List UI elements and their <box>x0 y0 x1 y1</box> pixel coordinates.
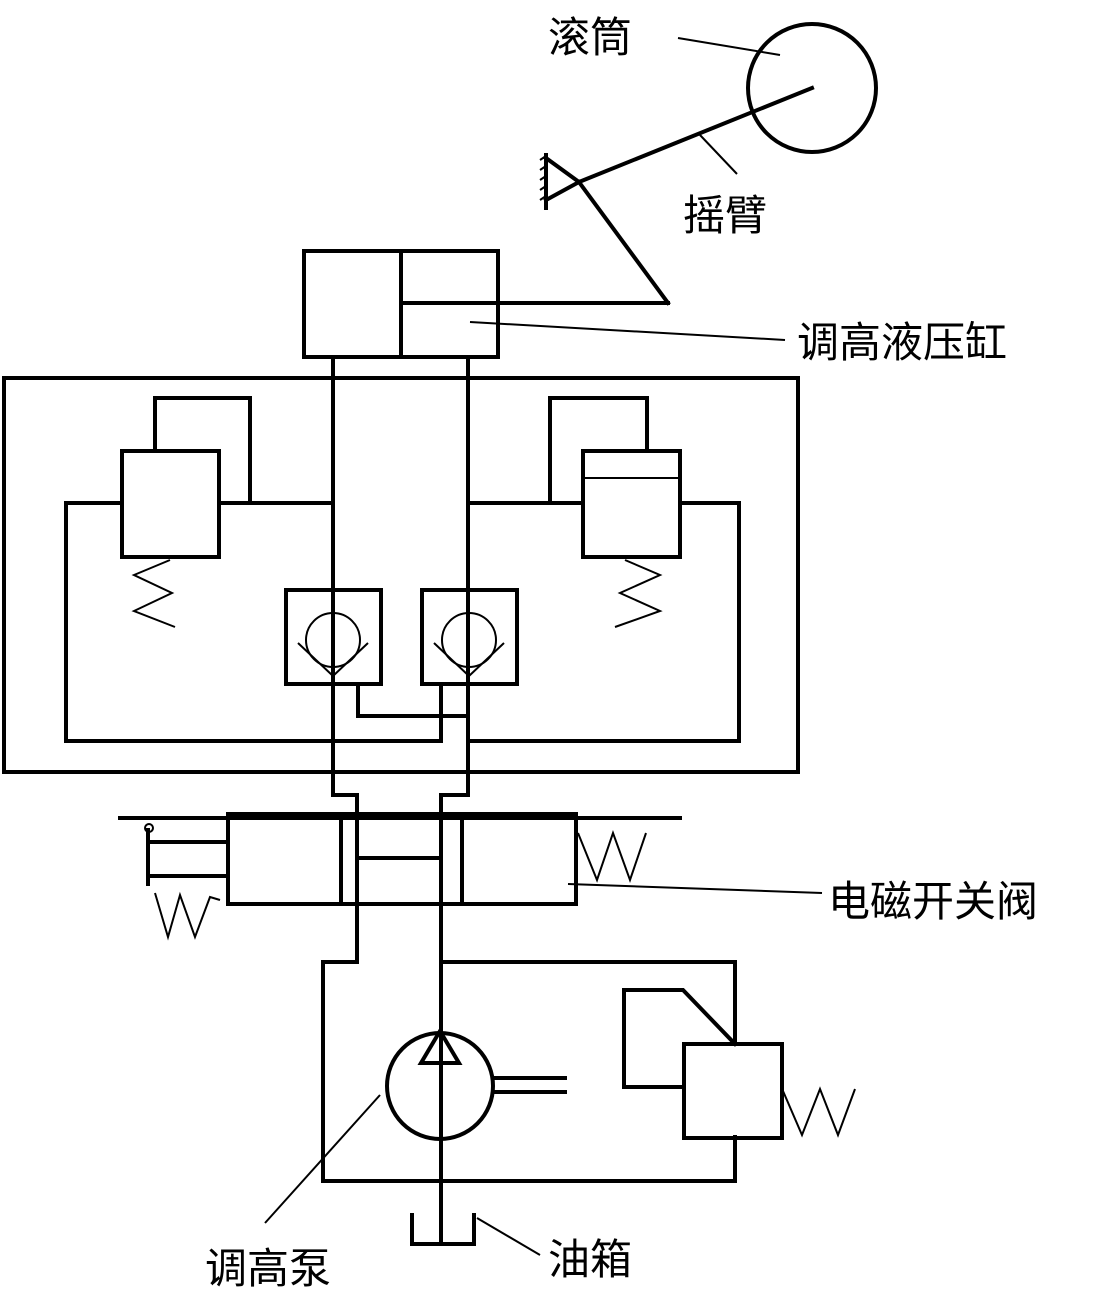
relief-valve-right <box>466 396 741 743</box>
solenoid-valve <box>118 812 682 1139</box>
check-valve-right <box>420 588 519 686</box>
leader-valve <box>567 883 823 894</box>
valve-block-outline <box>2 376 800 774</box>
pump <box>385 1027 567 1246</box>
height-cylinder <box>302 249 670 359</box>
label-rocker-arm: 摇臂 <box>683 191 767 240</box>
relief-valve-left <box>64 396 443 743</box>
rocker-arm <box>539 153 671 306</box>
pump-relief-valve <box>622 988 856 1140</box>
leader-rocker-arm <box>699 134 738 175</box>
label-oil-tank: 油箱 <box>548 1235 632 1284</box>
label-solenoid-valve: 电磁开关阀 <box>828 877 1038 926</box>
drum <box>576 22 878 185</box>
oil-tank <box>410 1213 476 1246</box>
leader-pump <box>264 1094 381 1224</box>
leader-tank <box>476 1217 541 1256</box>
check-valve-left <box>284 588 383 686</box>
label-height-pump: 调高泵 <box>205 1244 331 1293</box>
label-drum: 滚筒 <box>548 13 632 62</box>
leader-cylinder <box>469 321 786 341</box>
leader-drum <box>677 37 781 56</box>
label-height-cylinder: 调高液压缸 <box>797 318 1007 367</box>
